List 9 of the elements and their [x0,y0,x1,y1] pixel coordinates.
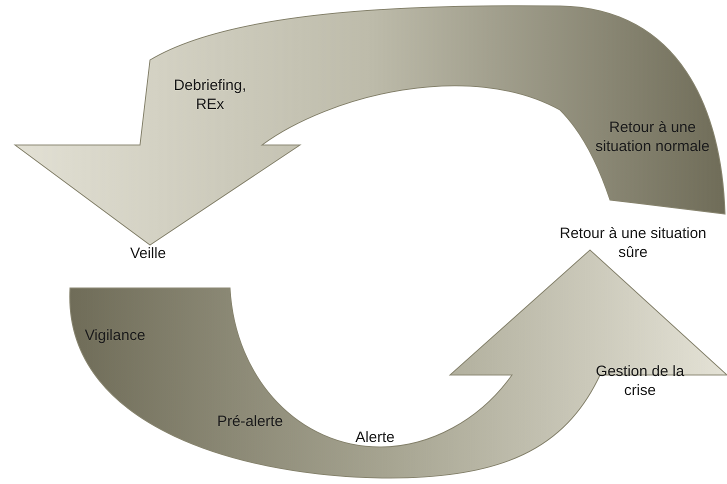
curved-arrow [15,4,727,248]
arrow-label: Gestion de la crise [594,362,686,400]
arrow-label: Retour à une situation normale [594,118,711,156]
arrow-label: Debriefing, REx [172,76,248,114]
arrow-label: Pré-alerte [216,412,284,431]
arrow-label: Alerte [354,428,396,447]
stage-label: Veille [129,244,167,263]
stage-label: Retour à une situation sûre [558,224,708,262]
arrow-label: Vigilance [84,326,146,345]
